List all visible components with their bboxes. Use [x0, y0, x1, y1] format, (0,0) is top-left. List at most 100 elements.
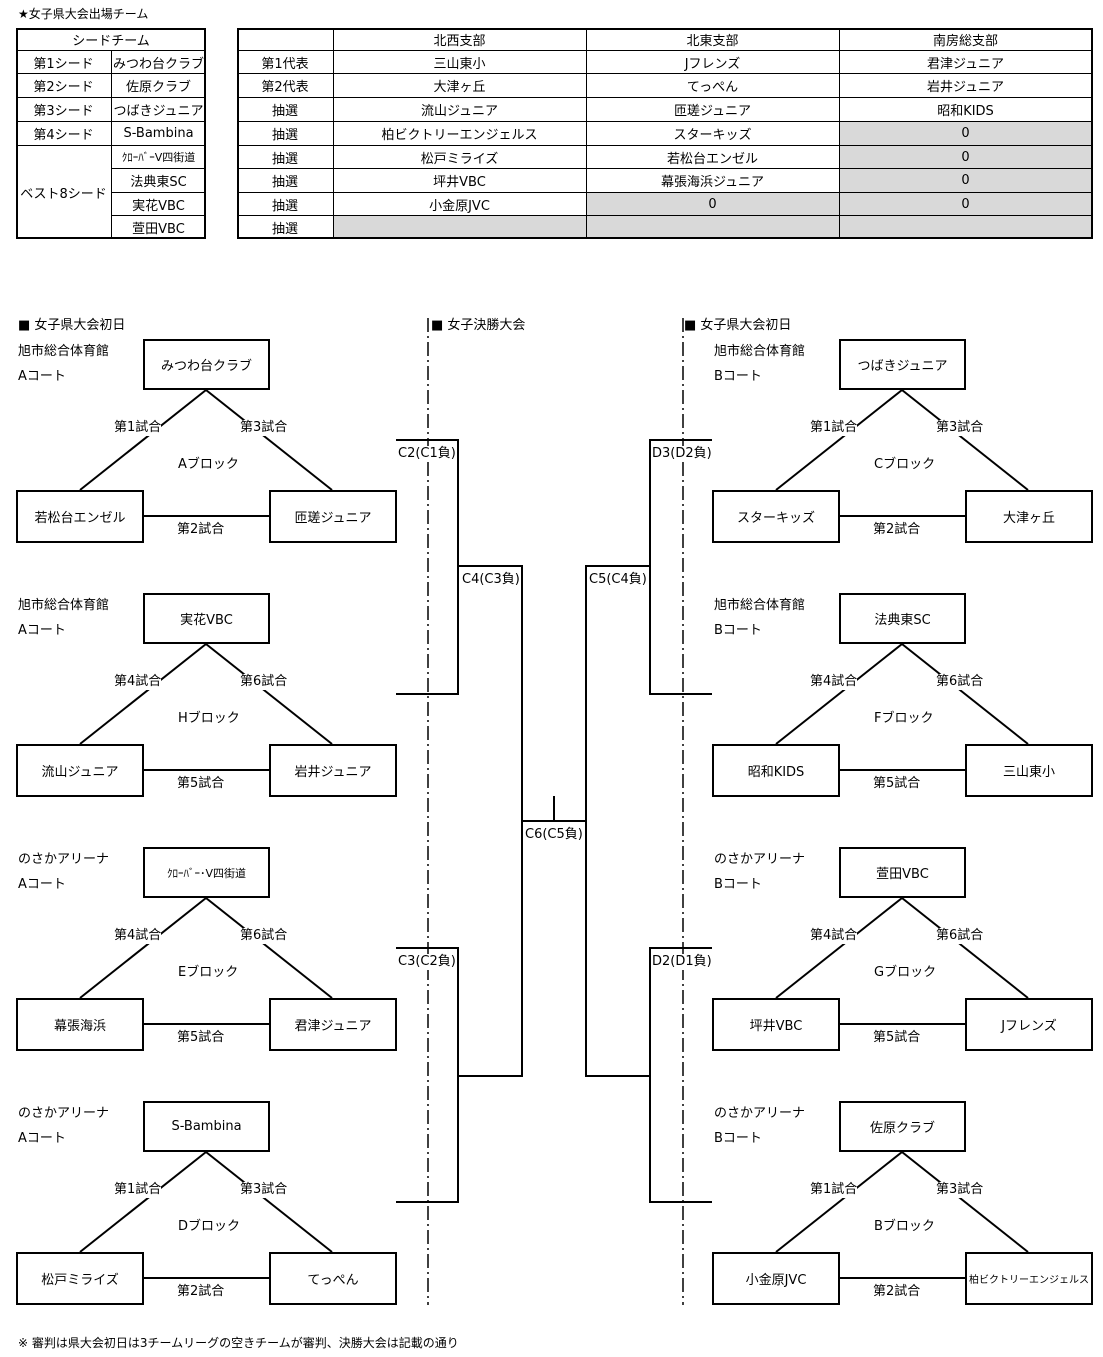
court-label: Bコート: [714, 623, 762, 638]
team-box-right: 君津ジュニア: [269, 998, 397, 1051]
match-label-g1: 第4試合: [114, 674, 162, 690]
seed-rank: 第3シード: [33, 104, 94, 119]
court-label: Bコート: [714, 877, 762, 892]
block-name: Eブロック: [178, 965, 239, 981]
branch-cell: 柏ビクトリーエンジェルス: [381, 128, 538, 143]
match-label-g1: 第1試合: [114, 420, 162, 436]
venue-label: 旭市総合体育館: [18, 344, 110, 359]
branch-cell: 若松台エンゼル: [666, 151, 758, 167]
right-section-title: ■ 女子県大会初日: [684, 318, 792, 333]
branch-row-label: 抽選: [271, 104, 298, 119]
venue-label: 旭市総合体育館: [714, 598, 806, 613]
branch-header: 南房総支部: [932, 33, 998, 49]
team-box-left: 幕張海浜: [16, 998, 144, 1051]
team-box-right: 柏ビクトリーエンジェルス: [965, 1252, 1093, 1305]
match-label-c4: C4(C3負): [462, 572, 520, 588]
block-name: Cブロック: [874, 457, 936, 473]
team-box-top: 実花VBC: [143, 593, 270, 644]
branch-row-label: 抽選: [271, 151, 298, 167]
court-label: Aコート: [18, 1131, 66, 1146]
team-box-top: つばきジュニア: [839, 339, 966, 390]
team-box-right: 岩井ジュニア: [269, 744, 397, 797]
match-label-d2: D2(D1負): [652, 954, 712, 970]
venue-label: のさかアリーナ: [18, 1106, 110, 1121]
left-section-title: ■ 女子県大会初日: [18, 318, 126, 333]
best8-label: ベスト8シード: [20, 187, 107, 202]
seed-rank: 第2シード: [33, 80, 94, 95]
match-label-g3: 第3試合: [936, 420, 984, 436]
block-name: Hブロック: [178, 711, 240, 727]
page-title: ★女子県大会出場チーム: [18, 7, 149, 21]
match-label-c3: C3(C2負): [398, 954, 456, 970]
branch-header: 北東支部: [686, 33, 739, 49]
block-name: Aブロック: [178, 457, 239, 473]
branch-cell: 三山東小: [433, 56, 486, 72]
match-label-g2: 第2試合: [177, 522, 225, 538]
branch-cell: 君津ジュニア: [926, 56, 1005, 72]
branch-row-label: 抽選: [271, 222, 298, 237]
branch-header: 北西支部: [433, 33, 486, 49]
seed-rank: 第1シード: [33, 56, 94, 72]
seed-rank: 第4シード: [33, 128, 94, 143]
branch-row-label: 抽選: [271, 198, 298, 214]
match-label-g2: 第2試合: [177, 1284, 225, 1300]
court-label: Aコート: [18, 877, 66, 892]
branch-cell: てっぺん: [686, 80, 739, 95]
match-label-g2: 第5試合: [873, 776, 921, 792]
team-box-left: 昭和KIDS: [712, 744, 840, 797]
team-box-right: Jフレンズ: [965, 998, 1093, 1051]
branch-cell: 0: [961, 126, 970, 141]
team-box-top: 法典東SC: [839, 593, 966, 644]
branch-row-label: 第2代表: [261, 80, 309, 95]
match-label-c6: C6(C5負): [525, 827, 583, 843]
team-box-left: スターキッズ: [712, 490, 840, 543]
block-name: Bブロック: [874, 1219, 935, 1235]
match-label-c2: C2(C1負): [398, 446, 456, 462]
team-box-left: 松戸ミライズ: [16, 1252, 144, 1305]
team-box-top: 佐原クラブ: [839, 1101, 966, 1152]
venue-label: のさかアリーナ: [18, 852, 110, 867]
match-label-g3: 第3試合: [240, 420, 288, 436]
match-label-g1: 第4試合: [114, 928, 162, 944]
match-label-g1: 第1試合: [114, 1182, 162, 1198]
branch-cell: 0: [961, 196, 970, 212]
match-label-g1: 第4試合: [810, 928, 858, 944]
footnote: ※ 審判は県大会初日は3チームリーグの空きチームが審判、決勝大会は記載の通り: [18, 1336, 459, 1350]
branch-cell: 幕張海浜ジュニア: [660, 175, 765, 190]
branch-cell: 0: [961, 173, 970, 188]
branch-row-label: 第1代表: [261, 56, 309, 72]
team-box-left: 坪井VBC: [712, 998, 840, 1051]
block-name: Fブロック: [874, 711, 934, 727]
team-box-top: S-Bambina: [143, 1101, 270, 1152]
team-box-top: 萱田VBC: [839, 847, 966, 898]
match-label-g2: 第2試合: [873, 522, 921, 538]
best8-team: 実花VBC: [132, 198, 185, 214]
match-label-g3: 第6試合: [240, 674, 288, 690]
venue-label: のさかアリーナ: [714, 1106, 806, 1121]
team-box-left: 小金原JVC: [712, 1252, 840, 1305]
match-label-g3: 第6試合: [936, 928, 984, 944]
venue-label: のさかアリーナ: [714, 852, 806, 867]
branch-cell: 流山ジュニア: [420, 104, 499, 119]
best8-team: 法典東SC: [130, 175, 187, 190]
branch-cell: 松戸ミライズ: [420, 151, 499, 167]
center-section-title: ■ 女子決勝大会: [431, 318, 526, 333]
block-name: Gブロック: [874, 965, 937, 981]
team-box-left: 若松台エンゼル: [16, 490, 144, 543]
branch-cell: 大津ヶ丘: [433, 80, 486, 95]
venue-label: 旭市総合体育館: [714, 344, 806, 359]
branch-cell: 昭和KIDS: [937, 104, 994, 119]
team-box-right: 三山東小: [965, 744, 1093, 797]
match-label-g1: 第4試合: [810, 674, 858, 690]
match-label-g1: 第1試合: [810, 420, 858, 436]
best8-team: 萱田VBC: [132, 222, 185, 237]
branch-cell: 岩井ジュニア: [926, 80, 1005, 95]
branch-cell: 坪井VBC: [433, 175, 486, 190]
match-label-g3: 第3試合: [240, 1182, 288, 1198]
match-label-d3: D3(D2負): [652, 446, 712, 462]
